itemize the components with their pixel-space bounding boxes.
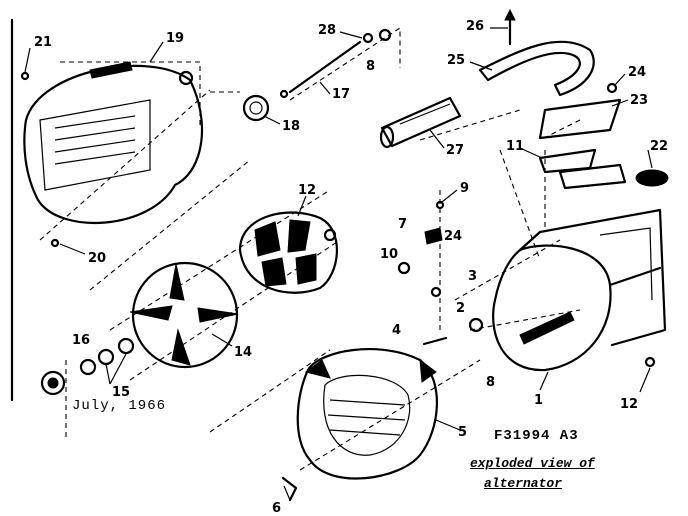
callout-24-top: 24 bbox=[628, 65, 646, 80]
rear-housing-part bbox=[23, 61, 204, 225]
callout-23: 23 bbox=[630, 93, 648, 108]
callout-9: 9 bbox=[460, 181, 469, 196]
callout-27: 27 bbox=[446, 143, 464, 158]
callout-25: 25 bbox=[447, 53, 465, 68]
diagram-title-line-2: alternator bbox=[484, 476, 563, 491]
callout-labels: 21 19 28 8 26 25 24 23 17 18 27 11 22 20… bbox=[34, 19, 668, 516]
callout-22: 22 bbox=[650, 139, 668, 154]
fan-part bbox=[129, 261, 239, 369]
mounting-strap-part bbox=[478, 8, 595, 97]
callout-14: 14 bbox=[234, 345, 252, 360]
callout-12-rotor: 12 bbox=[298, 183, 316, 198]
through-bolt-part bbox=[288, 28, 392, 94]
front-housing-part bbox=[492, 208, 667, 372]
callout-21: 21 bbox=[34, 35, 52, 50]
rotor-part bbox=[238, 211, 338, 294]
callout-8-top: 8 bbox=[366, 59, 375, 74]
callout-7: 7 bbox=[398, 217, 407, 232]
callout-11: 11 bbox=[506, 139, 524, 154]
callout-6: 6 bbox=[272, 501, 281, 516]
date-label: July, 1966 bbox=[72, 398, 167, 414]
brush-holder-part bbox=[379, 96, 462, 149]
callout-15: 15 bbox=[112, 385, 130, 400]
callout-2: 2 bbox=[456, 301, 465, 316]
callout-18: 18 bbox=[282, 119, 300, 134]
terminal-plate-parts bbox=[538, 82, 669, 190]
callout-3: 3 bbox=[468, 269, 477, 284]
callout-17: 17 bbox=[332, 87, 350, 102]
callout-26: 26 bbox=[466, 19, 484, 34]
callout-28: 28 bbox=[318, 23, 336, 38]
callout-10: 10 bbox=[380, 247, 398, 262]
callout-24-mid: 24 bbox=[444, 229, 462, 244]
callout-4: 4 bbox=[392, 323, 401, 338]
callout-8-bottom: 8 bbox=[486, 375, 495, 390]
callout-16: 16 bbox=[72, 333, 90, 348]
drawing-number: F31994 A3 bbox=[494, 428, 579, 444]
callout-1: 1 bbox=[534, 393, 543, 408]
bearing-part bbox=[242, 89, 289, 122]
callout-19: 19 bbox=[166, 31, 184, 46]
stator-part bbox=[296, 348, 439, 480]
callout-5: 5 bbox=[458, 425, 467, 440]
callout-leader-lines bbox=[24, 27, 653, 501]
small-hardware-parts bbox=[20, 71, 656, 502]
diagram-title-line-1: exploded view of bbox=[470, 456, 595, 471]
callout-12-bracket: 12 bbox=[620, 397, 638, 412]
callout-20: 20 bbox=[88, 251, 106, 266]
